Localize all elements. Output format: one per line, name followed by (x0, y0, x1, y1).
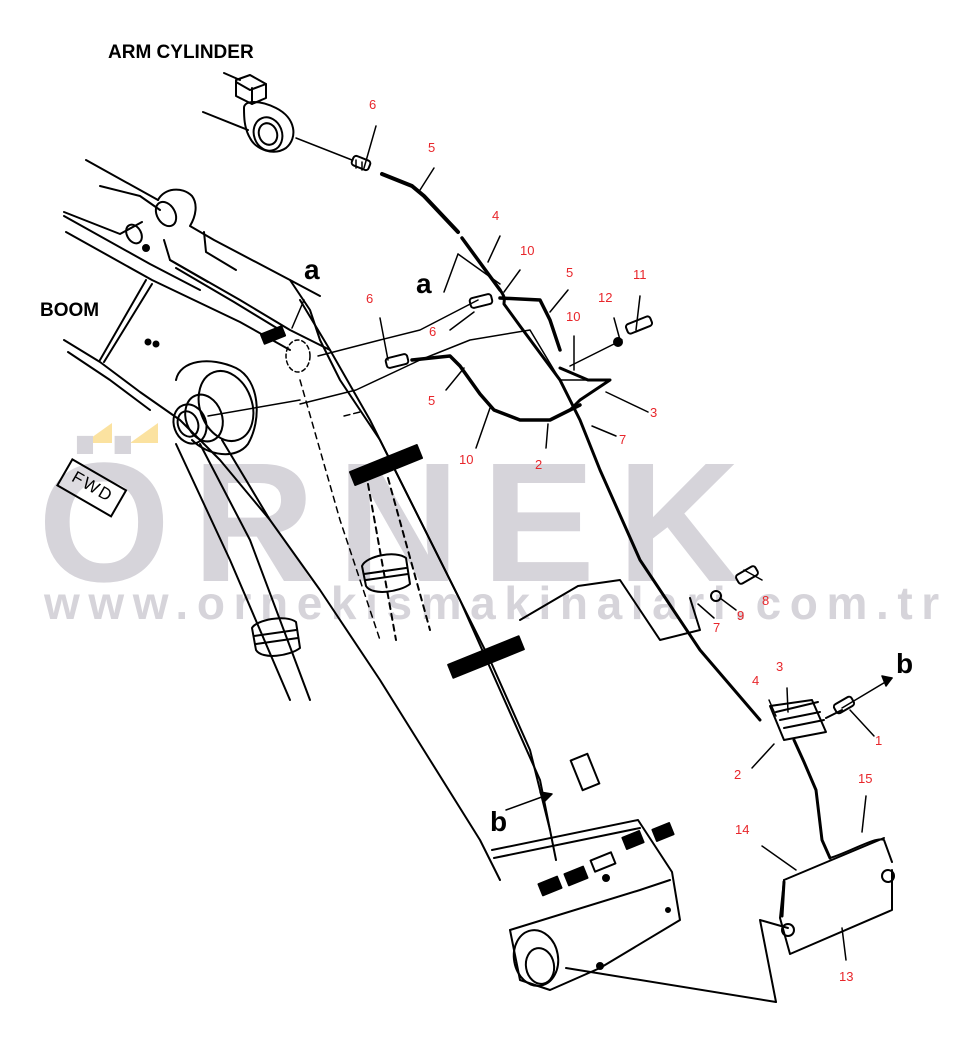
callout-14: 14 (735, 822, 750, 837)
callout-10: 10 (566, 309, 581, 324)
callout-3: 3 (776, 659, 784, 674)
view-marker-b-right: b (896, 648, 914, 679)
callout-11: 11 (633, 267, 647, 282)
callout-3: 3 (650, 405, 658, 420)
callout-10: 10 (459, 452, 474, 467)
watermark-accent-triangle-2 (130, 423, 158, 443)
boom-cylinder-bands (251, 477, 431, 657)
boom-pivot-drawing (172, 360, 311, 701)
callout-5: 5 (428, 393, 436, 408)
view-marker-b-left: b (490, 806, 508, 837)
arm-cylinder-drawing (202, 72, 353, 161)
boom-title: BOOM (40, 300, 100, 321)
callout-10: 10 (520, 243, 535, 258)
callout-4: 4 (752, 673, 760, 688)
callout-2: 2 (535, 457, 543, 472)
callout-4: 4 (492, 208, 500, 223)
fitting-6-middle (384, 293, 654, 422)
boom-foot (491, 819, 681, 991)
callout-5: 5 (428, 140, 436, 155)
view-marker-a-right: a (416, 268, 432, 299)
callout-1: 1 (875, 733, 883, 748)
callout-15: 15 (858, 771, 873, 786)
callout-8: 8 (762, 593, 770, 608)
boom-clamps (259, 325, 601, 792)
boom-upper-structure (63, 159, 557, 881)
callout-13: 13 (839, 969, 854, 984)
pin-routing (285, 299, 591, 641)
watermark-url: www.ornekismakinalari.com.tr (44, 577, 948, 629)
arm-cylinder-title: ARM CYLINDER (108, 42, 254, 63)
callout-6: 6 (429, 324, 437, 339)
watermark-accent-triangle-1 (84, 423, 112, 443)
fitting-6-top (350, 154, 372, 172)
callout-6: 6 (369, 97, 377, 112)
hose-upper (380, 172, 762, 722)
view-marker-a-left: a (304, 254, 320, 285)
callout-2: 2 (734, 767, 742, 782)
callout-9: 9 (737, 608, 745, 623)
callout-leaders (363, 125, 875, 961)
view-arrows (291, 253, 893, 811)
callout-12: 12 (598, 290, 613, 305)
panel-13 (565, 837, 895, 1003)
bolt-8-washer-9 (519, 565, 759, 641)
manifold-block (769, 695, 856, 860)
callout-5: 5 (566, 265, 574, 280)
callout-6: 6 (366, 291, 374, 306)
callout-7: 7 (619, 432, 627, 447)
callout-7: 7 (713, 620, 721, 635)
